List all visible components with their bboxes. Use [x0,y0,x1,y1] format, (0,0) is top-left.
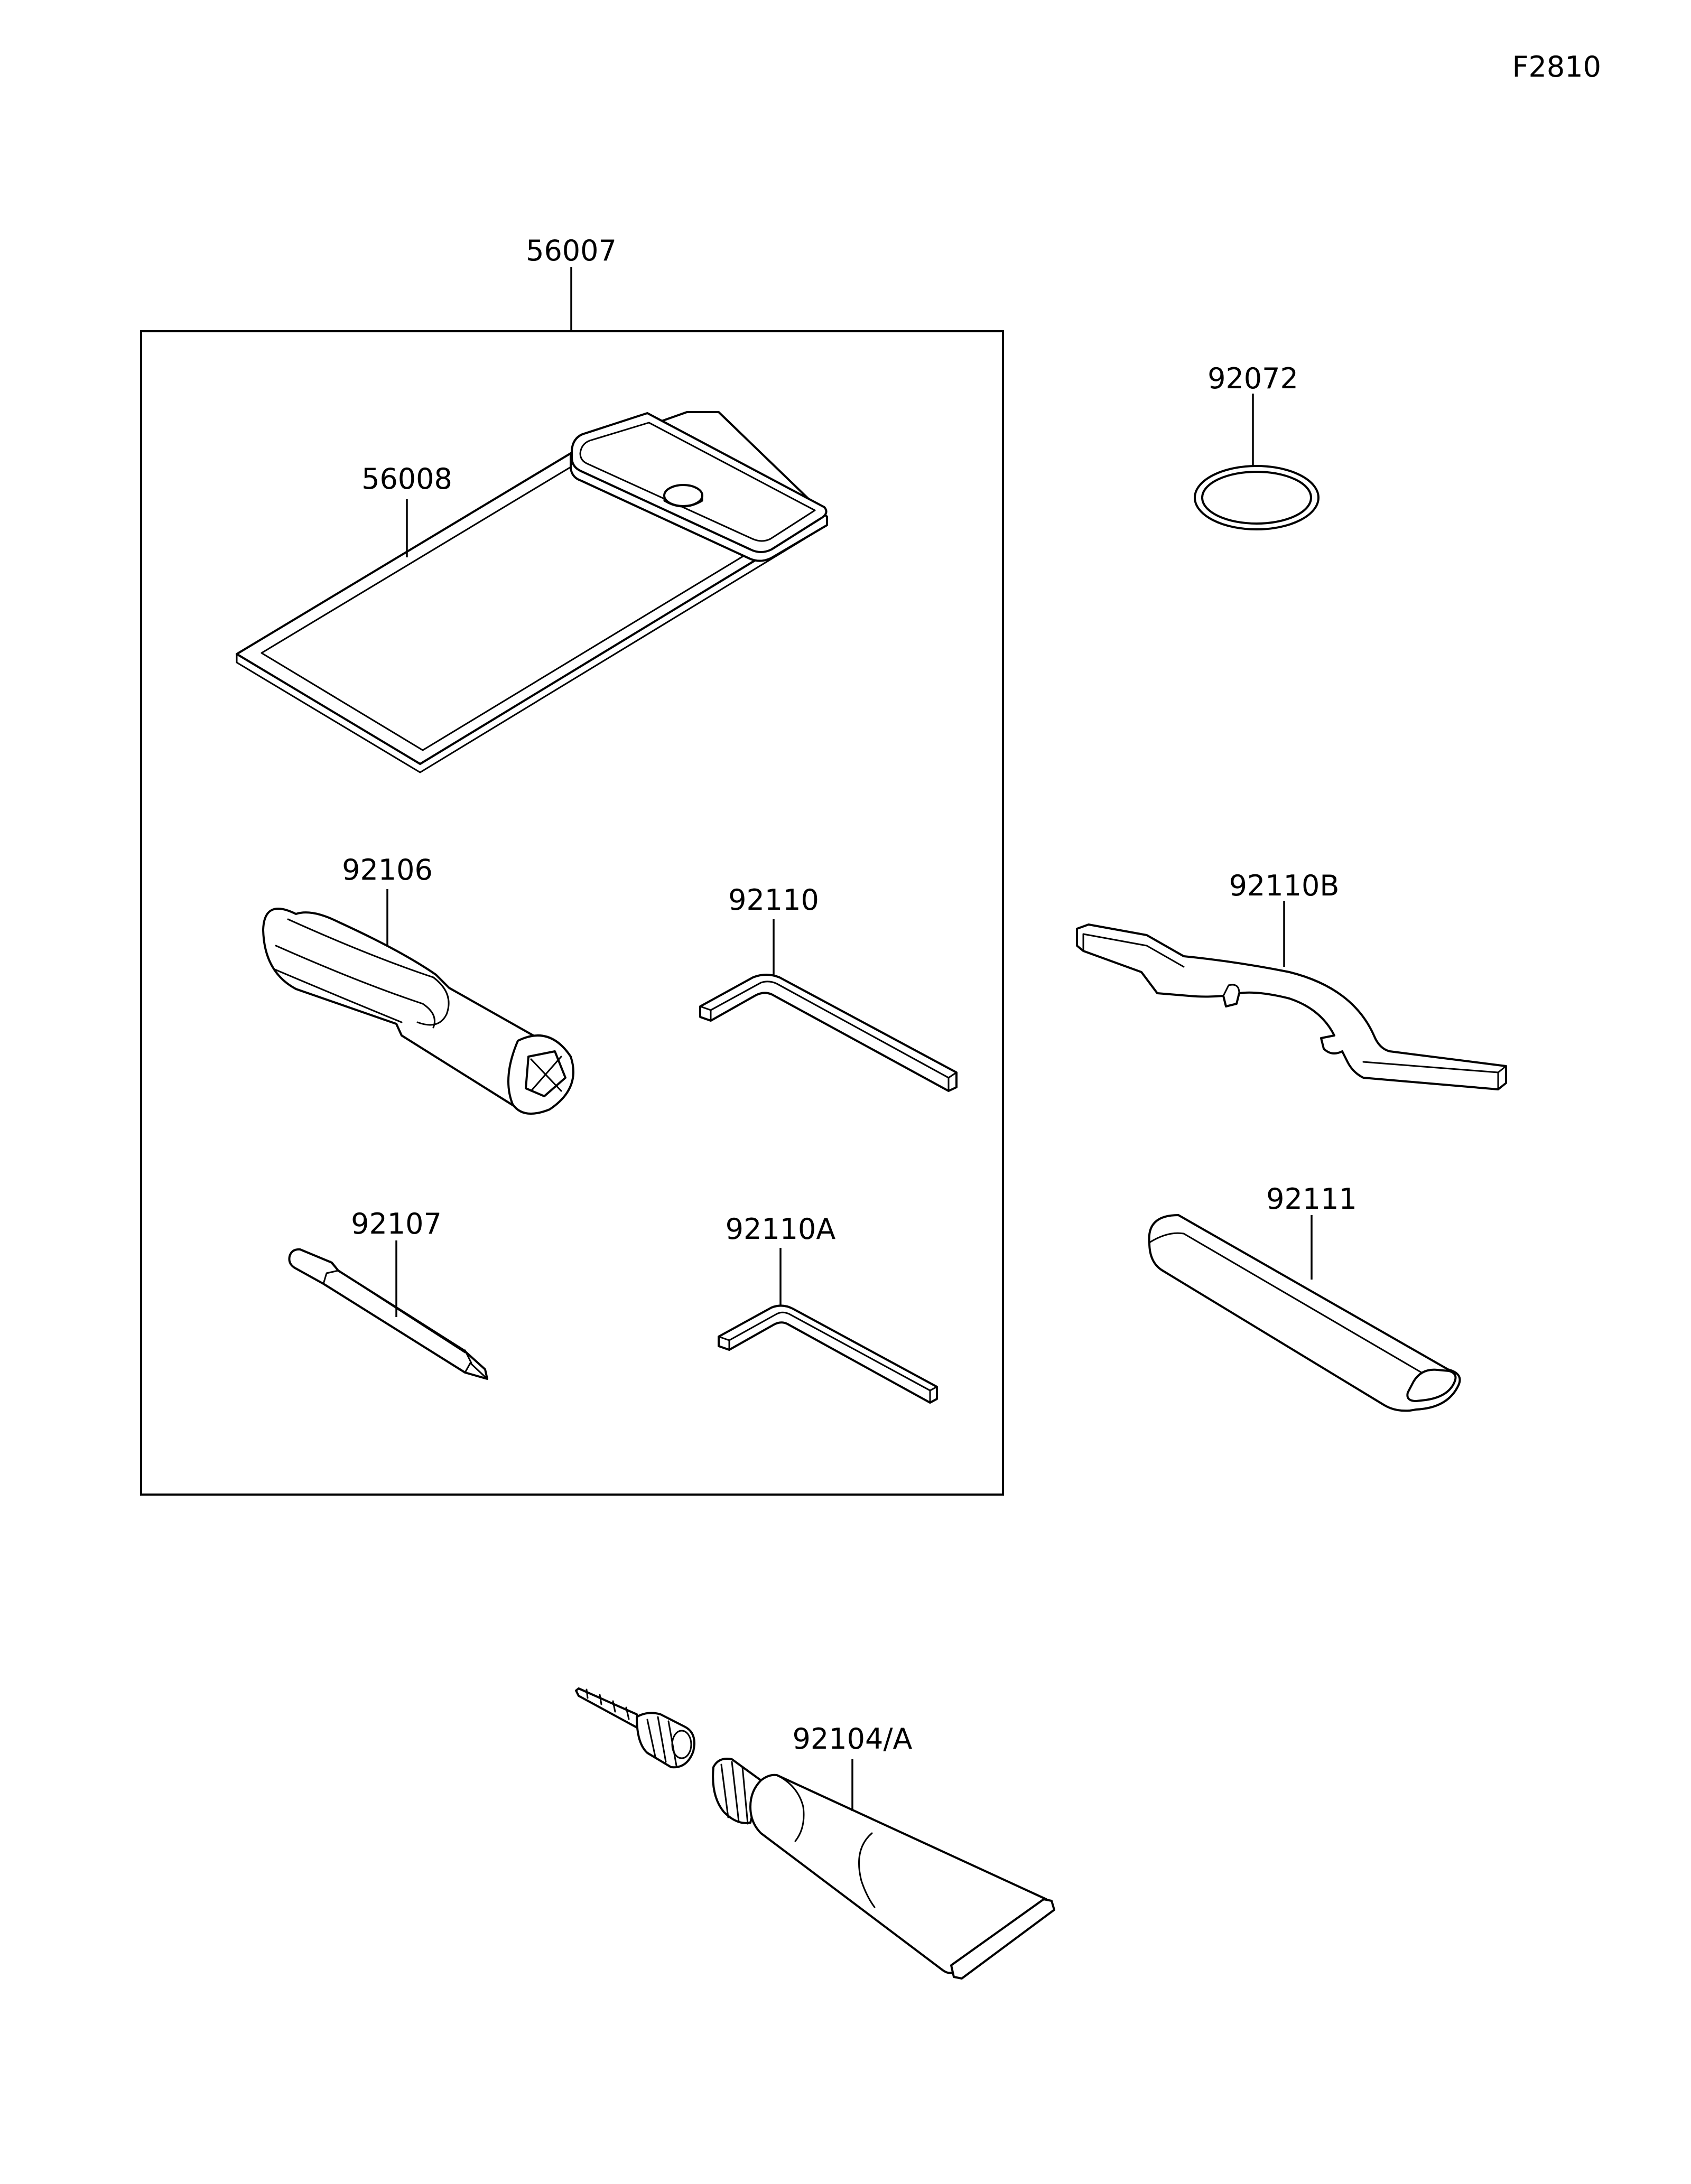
label-92111: 92111 [1266,1182,1357,1216]
extension-bar-drawing: 92111 [1148,1182,1461,1412]
label-92110: 92110 [728,883,819,917]
tool-case-drawing: 56008 [236,411,828,773]
label-92072: 92072 [1207,362,1298,395]
label-92110B: 92110B [1229,869,1340,902]
label-92104A: 92104/A [793,1722,913,1756]
tool-kit-group: 56007 [140,234,1004,1496]
hex-wrench-large-drawing: 92110 [699,883,958,1092]
spanner-wrench-drawing: 92110B [1076,869,1507,1090]
label-92110A: 92110A [726,1212,836,1246]
grease-tube-drawing: 92104/A [575,1687,1055,1980]
screwdriver-drawing: 92107 [288,1207,488,1380]
label-92106: 92106 [342,853,433,886]
label-92107: 92107 [351,1207,442,1240]
label-56007: 56007 [526,234,617,267]
o-ring-drawing: 92072 [1194,362,1320,530]
label-56008: 56008 [361,462,452,496]
figure-code: F2810 [1512,50,1602,83]
hex-wrench-small-drawing: 92110A [718,1212,938,1404]
handle-drawing: 92106 [262,853,574,1115]
